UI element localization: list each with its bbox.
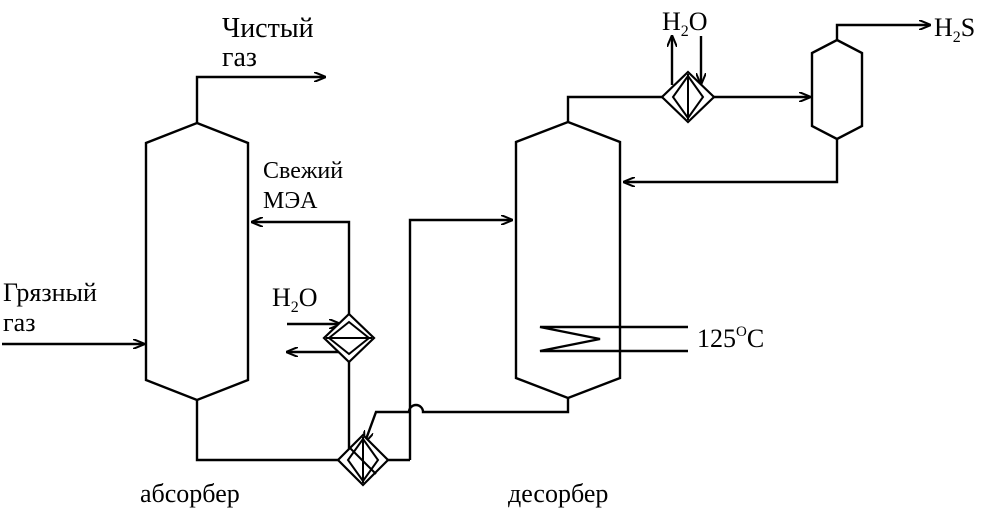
fresh-mea-label-line1: Свежий [263, 158, 343, 184]
clean-gas-label-line1: Чистый [222, 13, 314, 44]
desorber-column [514, 120, 622, 400]
absorber-column [144, 121, 250, 402]
h2s-outlet-line [835, 25, 930, 40]
temperature-label: 125OC [697, 324, 764, 353]
heat-exchanger-bottom [336, 433, 390, 487]
separator-vessel-icon [810, 38, 864, 141]
clean-gas-line [195, 77, 325, 123]
overhead-vapor-line [566, 97, 810, 122]
dirty-gas-label-line2: газ [3, 308, 35, 337]
h2s-label: H2S [934, 13, 975, 46]
heat-exchanger-top [660, 70, 716, 124]
desorber-bottoms-line [365, 398, 570, 442]
lean-amine-line [252, 222, 351, 460]
absorber-label: абсорбер [140, 479, 240, 508]
water-label-mid: H2O [272, 283, 318, 316]
reflux-line [624, 139, 839, 182]
clean-gas-label-line2: газ [222, 42, 257, 73]
desorber-feed-line [408, 220, 512, 460]
heat-exchanger-mid [322, 312, 376, 364]
dirty-gas-label-line1: Грязный [3, 278, 97, 307]
water-label-top: H2O [662, 7, 708, 40]
fresh-mea-label-line2: МЭА [263, 188, 318, 214]
heating-coil-icon [539, 325, 688, 353]
desorber-label: десорбер [508, 479, 608, 508]
